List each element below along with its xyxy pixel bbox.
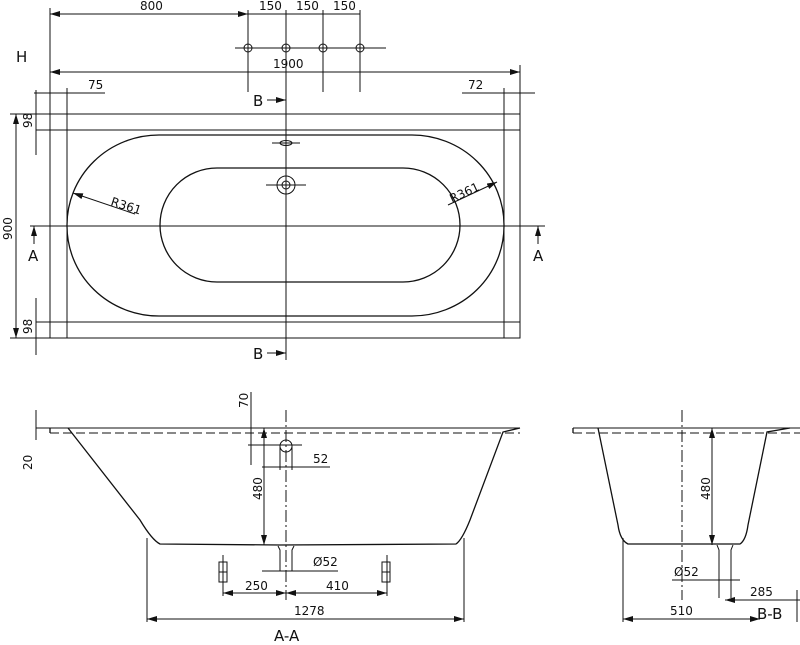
dim-480-aa: 480 — [251, 477, 265, 500]
radius-left: R361 — [109, 195, 143, 218]
dim-250: 250 — [245, 579, 268, 593]
tap-hole — [243, 43, 253, 53]
section-a-a: 20 70 52 480 Ø52 250 410 1278 A-A — [21, 392, 521, 645]
section-label-aa: A-A — [274, 627, 300, 645]
dim-52: 52 — [313, 452, 328, 466]
dim-phi52-aa: Ø52 — [313, 555, 338, 569]
section-label-bb: B-B — [757, 605, 782, 623]
dim-98-top: 98 — [21, 113, 35, 128]
tap-hole — [355, 43, 365, 53]
tub-profile-aa — [49, 427, 521, 546]
tap-hole — [318, 43, 328, 53]
tap-hole — [281, 43, 291, 53]
dim-72: 72 — [468, 78, 483, 92]
dim-410: 410 — [326, 579, 349, 593]
dim-285: 285 — [750, 585, 773, 599]
section-b-top: B — [253, 92, 263, 110]
dim-510: 510 — [670, 604, 693, 618]
dim-480-bb: 480 — [699, 477, 713, 500]
foot-icon — [381, 561, 391, 573]
dim-150-b: 150 — [296, 0, 319, 13]
dim-20: 20 — [21, 455, 35, 470]
dim-900: 900 — [1, 217, 15, 240]
dim-1900: 1900 — [273, 57, 304, 71]
dim-phi52-bb: Ø52 — [674, 565, 699, 579]
dim-150-a: 150 — [259, 0, 282, 13]
dim-800: 800 — [140, 0, 163, 13]
dim-150-c: 150 — [333, 0, 356, 13]
drain-pipe-bb — [716, 544, 734, 598]
label-h: H — [16, 48, 27, 66]
tub-profile-bb — [572, 427, 791, 545]
dim-1278: 1278 — [294, 604, 325, 618]
drain-pipe — [277, 545, 295, 571]
inner-basin-outline — [159, 167, 461, 283]
dim-75: 75 — [88, 78, 103, 92]
radius-right: R361 — [447, 180, 481, 206]
dim-70: 70 — [237, 393, 251, 408]
section-a-left: A — [28, 247, 39, 265]
section-a-right: A — [533, 247, 544, 265]
top-view: H 800 150 150 150 1900 75 72 — [1, 0, 545, 363]
section-b-b: 480 Ø52 285 510 B-B — [572, 410, 800, 623]
section-b-bottom: B — [253, 345, 263, 363]
dim-98-bottom: 98 — [21, 319, 35, 334]
